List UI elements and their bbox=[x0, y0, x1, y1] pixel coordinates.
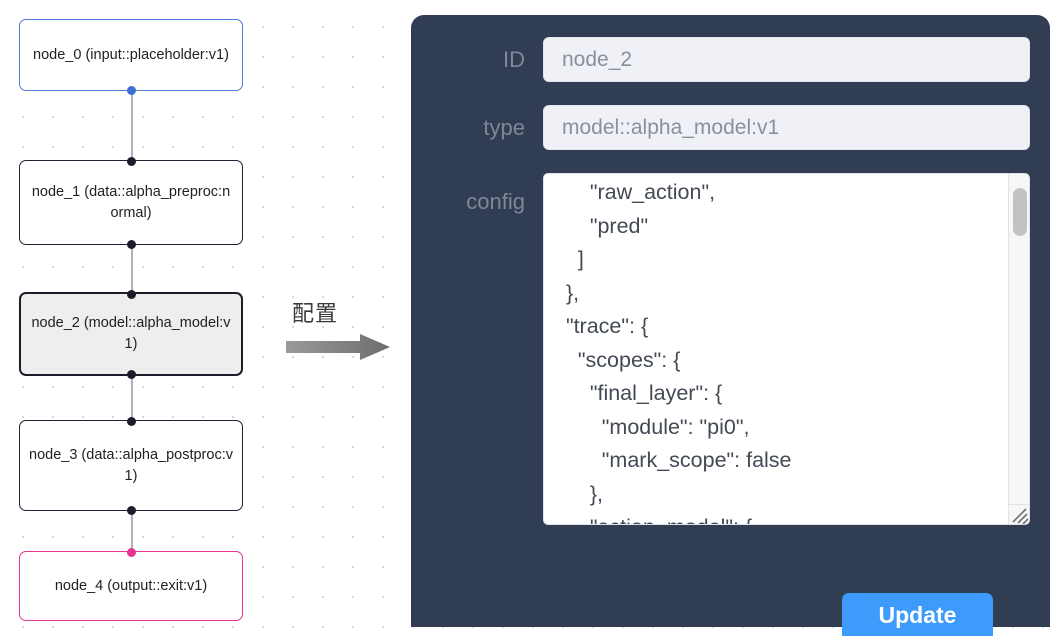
edge-node2-node3 bbox=[131, 376, 133, 420]
node-config-panel: ID node_2 type model::alpha_model:v1 con… bbox=[411, 15, 1050, 636]
field-row-type: type model::alpha_model:v1 bbox=[431, 105, 1030, 150]
annotation-arrow-group: 配置 bbox=[286, 296, 398, 360]
flow-node-node_0[interactable]: node_0 (input::placeholder:v1) bbox=[19, 19, 243, 95]
right-arrow-icon bbox=[286, 334, 390, 360]
field-row-config: config "raw_action", "pred" ] }, "trace"… bbox=[431, 173, 1030, 525]
config-textarea-wrapper[interactable]: "raw_action", "pred" ] }, "trace": { "sc… bbox=[543, 173, 1030, 525]
type-label: type bbox=[483, 114, 525, 140]
node-handle-target[interactable] bbox=[126, 416, 136, 426]
node-handle-source[interactable] bbox=[126, 369, 136, 379]
node-handle-source[interactable] bbox=[126, 85, 136, 95]
edge-node0-node1 bbox=[131, 91, 133, 160]
id-label: ID bbox=[503, 46, 525, 72]
flow-node-label: node_0 (input::placeholder:v1) bbox=[33, 46, 229, 63]
config-scrollbar[interactable] bbox=[1008, 174, 1029, 506]
node-handle-target[interactable] bbox=[126, 156, 136, 166]
flow-node-node_2[interactable]: node_2 (model::alpha_model:v1) bbox=[19, 289, 243, 379]
field-row-id: ID node_2 bbox=[431, 37, 1030, 82]
flow-node-node_3[interactable]: node_3 (data::alpha_postproc:v1) bbox=[19, 416, 243, 515]
config-label: config bbox=[466, 189, 525, 214]
config-scrollbar-thumb[interactable] bbox=[1013, 188, 1027, 236]
node-handle-target[interactable] bbox=[126, 289, 136, 299]
config-textarea[interactable]: "raw_action", "pred" ] }, "trace": { "sc… bbox=[565, 180, 792, 524]
flow-node-label: node_2 (model::alpha_model:v1) bbox=[31, 315, 231, 352]
node-handle-source[interactable] bbox=[126, 505, 136, 515]
edge-node3-node4 bbox=[131, 511, 133, 551]
node-handle-source[interactable] bbox=[126, 239, 136, 249]
resize-handle-icon[interactable] bbox=[1008, 504, 1029, 524]
flow-node-label: node_3 (data::alpha_postproc:v1) bbox=[29, 446, 233, 484]
flow-node-node_1[interactable]: node_1 (data::alpha_preproc:normal) bbox=[19, 156, 243, 249]
type-input[interactable]: model::alpha_model:v1 bbox=[543, 105, 1030, 150]
id-input[interactable]: node_2 bbox=[543, 37, 1030, 82]
annotation-label: 配置 bbox=[292, 301, 339, 326]
update-button[interactable]: Update bbox=[842, 593, 993, 636]
flow-node-node_4[interactable]: node_4 (output::exit:v1) bbox=[19, 547, 243, 621]
edge-node1-node2 bbox=[131, 245, 133, 292]
node-handle-target[interactable] bbox=[126, 547, 136, 557]
flow-node-label: node_1 (data::alpha_preproc:normal) bbox=[31, 183, 231, 221]
flow-node-label: node_4 (output::exit:v1) bbox=[54, 577, 208, 594]
